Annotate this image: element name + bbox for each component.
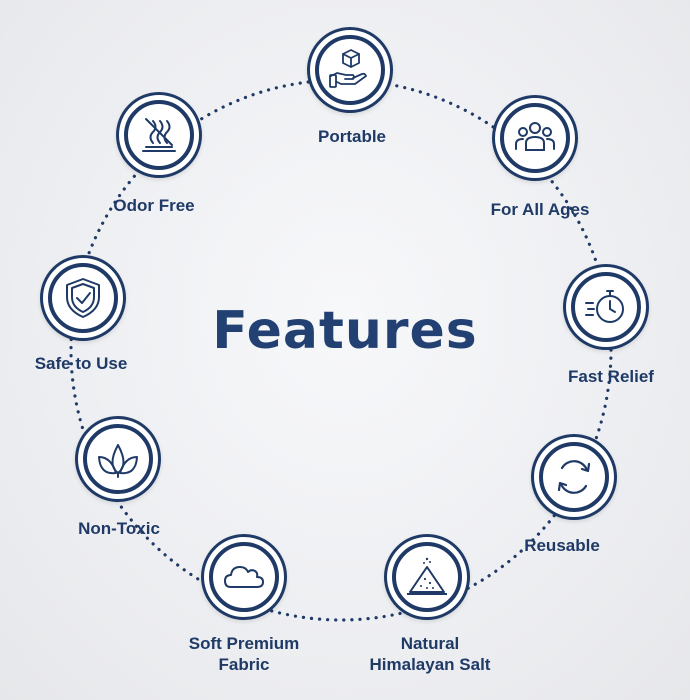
label-for-all-ages: For All Ages bbox=[490, 200, 590, 219]
label-odor-free: Odor Free bbox=[113, 196, 195, 215]
badge-portable bbox=[307, 27, 393, 113]
badge-soft-fabric bbox=[201, 534, 287, 620]
badge-fast-relief bbox=[563, 264, 649, 350]
label-safe-to-use: Safe to Use bbox=[34, 354, 128, 373]
shield-check-icon bbox=[66, 278, 100, 318]
badge-reusable bbox=[531, 434, 617, 520]
label-non-toxic: Non-Toxic bbox=[78, 519, 160, 538]
no-odor-icon bbox=[142, 118, 176, 152]
people-group-icon bbox=[515, 122, 555, 151]
badge-non-toxic bbox=[75, 416, 161, 502]
label-portable: Portable bbox=[317, 127, 387, 146]
badge-for-all-ages bbox=[492, 95, 578, 181]
leaves-icon bbox=[98, 444, 138, 478]
badge-himalayan-salt bbox=[384, 534, 470, 620]
hand-box-icon bbox=[329, 49, 367, 88]
label-reusable: Reusable bbox=[524, 536, 600, 555]
label-soft-fabric: Soft Premium Fabric bbox=[188, 634, 300, 674]
label-fast-relief: Fast Relief bbox=[568, 367, 654, 386]
stopwatch-icon bbox=[585, 290, 624, 323]
diagram-title: Features bbox=[212, 301, 478, 361]
recycle-arrows-icon bbox=[557, 460, 591, 494]
badge-odor-free bbox=[116, 92, 202, 178]
cloud-icon bbox=[224, 566, 264, 588]
label-himalayan-salt: Natural Himalayan Salt bbox=[369, 634, 491, 674]
badge-safe-to-use bbox=[40, 255, 126, 341]
salt-pile-icon bbox=[407, 557, 447, 595]
